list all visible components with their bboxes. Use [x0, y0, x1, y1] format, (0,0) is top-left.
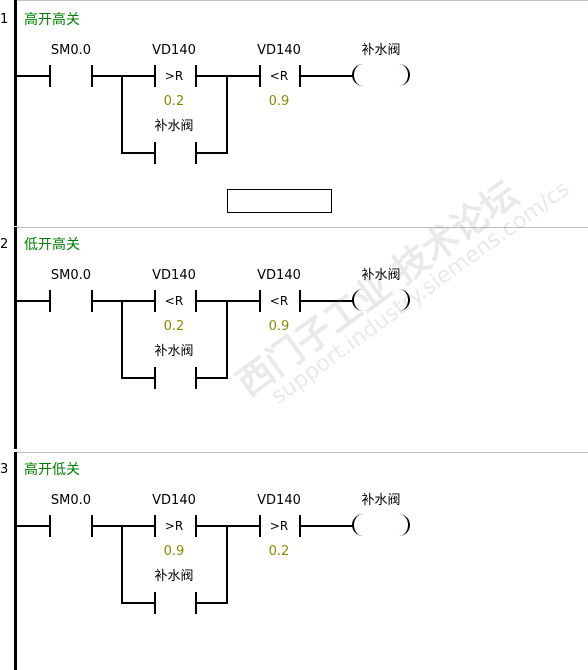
- compare1-operator: >R: [164, 69, 184, 83]
- compare1-address[interactable]: VD140: [152, 43, 196, 58]
- coil-address[interactable]: 补水阀: [361, 493, 401, 508]
- power-rail: [14, 452, 17, 670]
- network-divider: [14, 227, 588, 228]
- compare2-bar-left: [259, 65, 261, 87]
- branch-wire: [195, 602, 228, 604]
- compare2-bar-left: [259, 290, 261, 312]
- compare1-value[interactable]: 0.2: [163, 94, 185, 109]
- coil-right-paren: [398, 514, 410, 536]
- network-divider: [14, 0, 588, 1]
- parallel-contact-bar-left: [154, 592, 156, 614]
- compare1-value[interactable]: 0.9: [163, 544, 185, 559]
- branch-wire: [121, 377, 155, 379]
- network-title[interactable]: 低开高关: [24, 237, 80, 253]
- contact-bar-left: [49, 515, 51, 537]
- branch-wire: [226, 75, 228, 154]
- rung-wire: [299, 300, 353, 302]
- parallel-contact-address[interactable]: 补水阀: [154, 344, 194, 359]
- compare2-value[interactable]: 0.2: [268, 544, 290, 559]
- coil-address[interactable]: 补水阀: [361, 268, 401, 283]
- compare1-operator: >R: [164, 519, 184, 533]
- coil-left-paren: [352, 289, 364, 311]
- parallel-contact-bar-left: [154, 142, 156, 164]
- rung-wire: [17, 75, 50, 77]
- network-number: 1: [0, 12, 9, 27]
- network-divider: [14, 452, 588, 453]
- network-1: 1 高开高关 SM0.0 VD140 VD140 补水阀 >R <R 0.2 0…: [0, 0, 588, 230]
- branch-wire: [195, 152, 228, 154]
- compare2-operator: <R: [269, 294, 289, 308]
- branch-wire: [121, 75, 123, 154]
- compare1-address[interactable]: VD140: [152, 493, 196, 508]
- empty-instruction-box[interactable]: [227, 189, 332, 213]
- contact-address[interactable]: SM0.0: [50, 43, 92, 58]
- compare1-bar-left: [154, 290, 156, 312]
- coil-address[interactable]: 补水阀: [361, 43, 401, 58]
- network-number: 2: [0, 237, 9, 252]
- rung-wire: [91, 300, 155, 302]
- compare1-bar-left: [154, 65, 156, 87]
- network-number: 3: [0, 462, 9, 477]
- compare2-address[interactable]: VD140: [257, 268, 301, 283]
- power-rail: [14, 227, 17, 449]
- branch-wire: [121, 602, 155, 604]
- coil-right-paren: [398, 289, 410, 311]
- compare1-operator: <R: [164, 294, 184, 308]
- coil-left-paren: [352, 514, 364, 536]
- rung-wire: [299, 75, 353, 77]
- network-3: 3 高开低关 SM0.0 VD140 VD140 补水阀 >R >R 0.9 0…: [0, 452, 588, 670]
- parallel-contact-bar-left: [154, 367, 156, 389]
- contact-bar-left: [49, 65, 51, 87]
- branch-wire: [195, 377, 228, 379]
- compare1-bar-left: [154, 515, 156, 537]
- rung-wire: [17, 300, 50, 302]
- rung-wire: [299, 525, 353, 527]
- branch-wire: [121, 300, 123, 379]
- power-rail: [14, 0, 17, 226]
- parallel-contact-address[interactable]: 补水阀: [154, 119, 194, 134]
- compare2-value[interactable]: 0.9: [268, 319, 290, 334]
- network-2: 2 低开高关 SM0.0 VD140 VD140 补水阀 <R <R 0.2 0…: [0, 227, 588, 453]
- branch-wire: [121, 152, 155, 154]
- contact-address[interactable]: SM0.0: [50, 493, 92, 508]
- compare2-address[interactable]: VD140: [257, 43, 301, 58]
- coil-left-paren: [352, 64, 364, 86]
- compare2-operator: <R: [269, 69, 289, 83]
- compare2-value[interactable]: 0.9: [268, 94, 290, 109]
- contact-bar-left: [49, 290, 51, 312]
- contact-address[interactable]: SM0.0: [50, 268, 92, 283]
- network-title[interactable]: 高开低关: [24, 462, 80, 478]
- rung-wire: [17, 525, 50, 527]
- compare2-operator: >R: [269, 519, 289, 533]
- network-title[interactable]: 高开高关: [24, 12, 80, 28]
- coil-right-paren: [398, 64, 410, 86]
- rung-wire: [91, 75, 155, 77]
- compare2-address[interactable]: VD140: [257, 493, 301, 508]
- branch-wire: [121, 525, 123, 604]
- compare2-bar-left: [259, 515, 261, 537]
- branch-wire: [226, 300, 228, 379]
- compare1-address[interactable]: VD140: [152, 268, 196, 283]
- branch-wire: [226, 525, 228, 604]
- parallel-contact-address[interactable]: 补水阀: [154, 569, 194, 584]
- rung-wire: [91, 525, 155, 527]
- compare1-value[interactable]: 0.2: [163, 319, 185, 334]
